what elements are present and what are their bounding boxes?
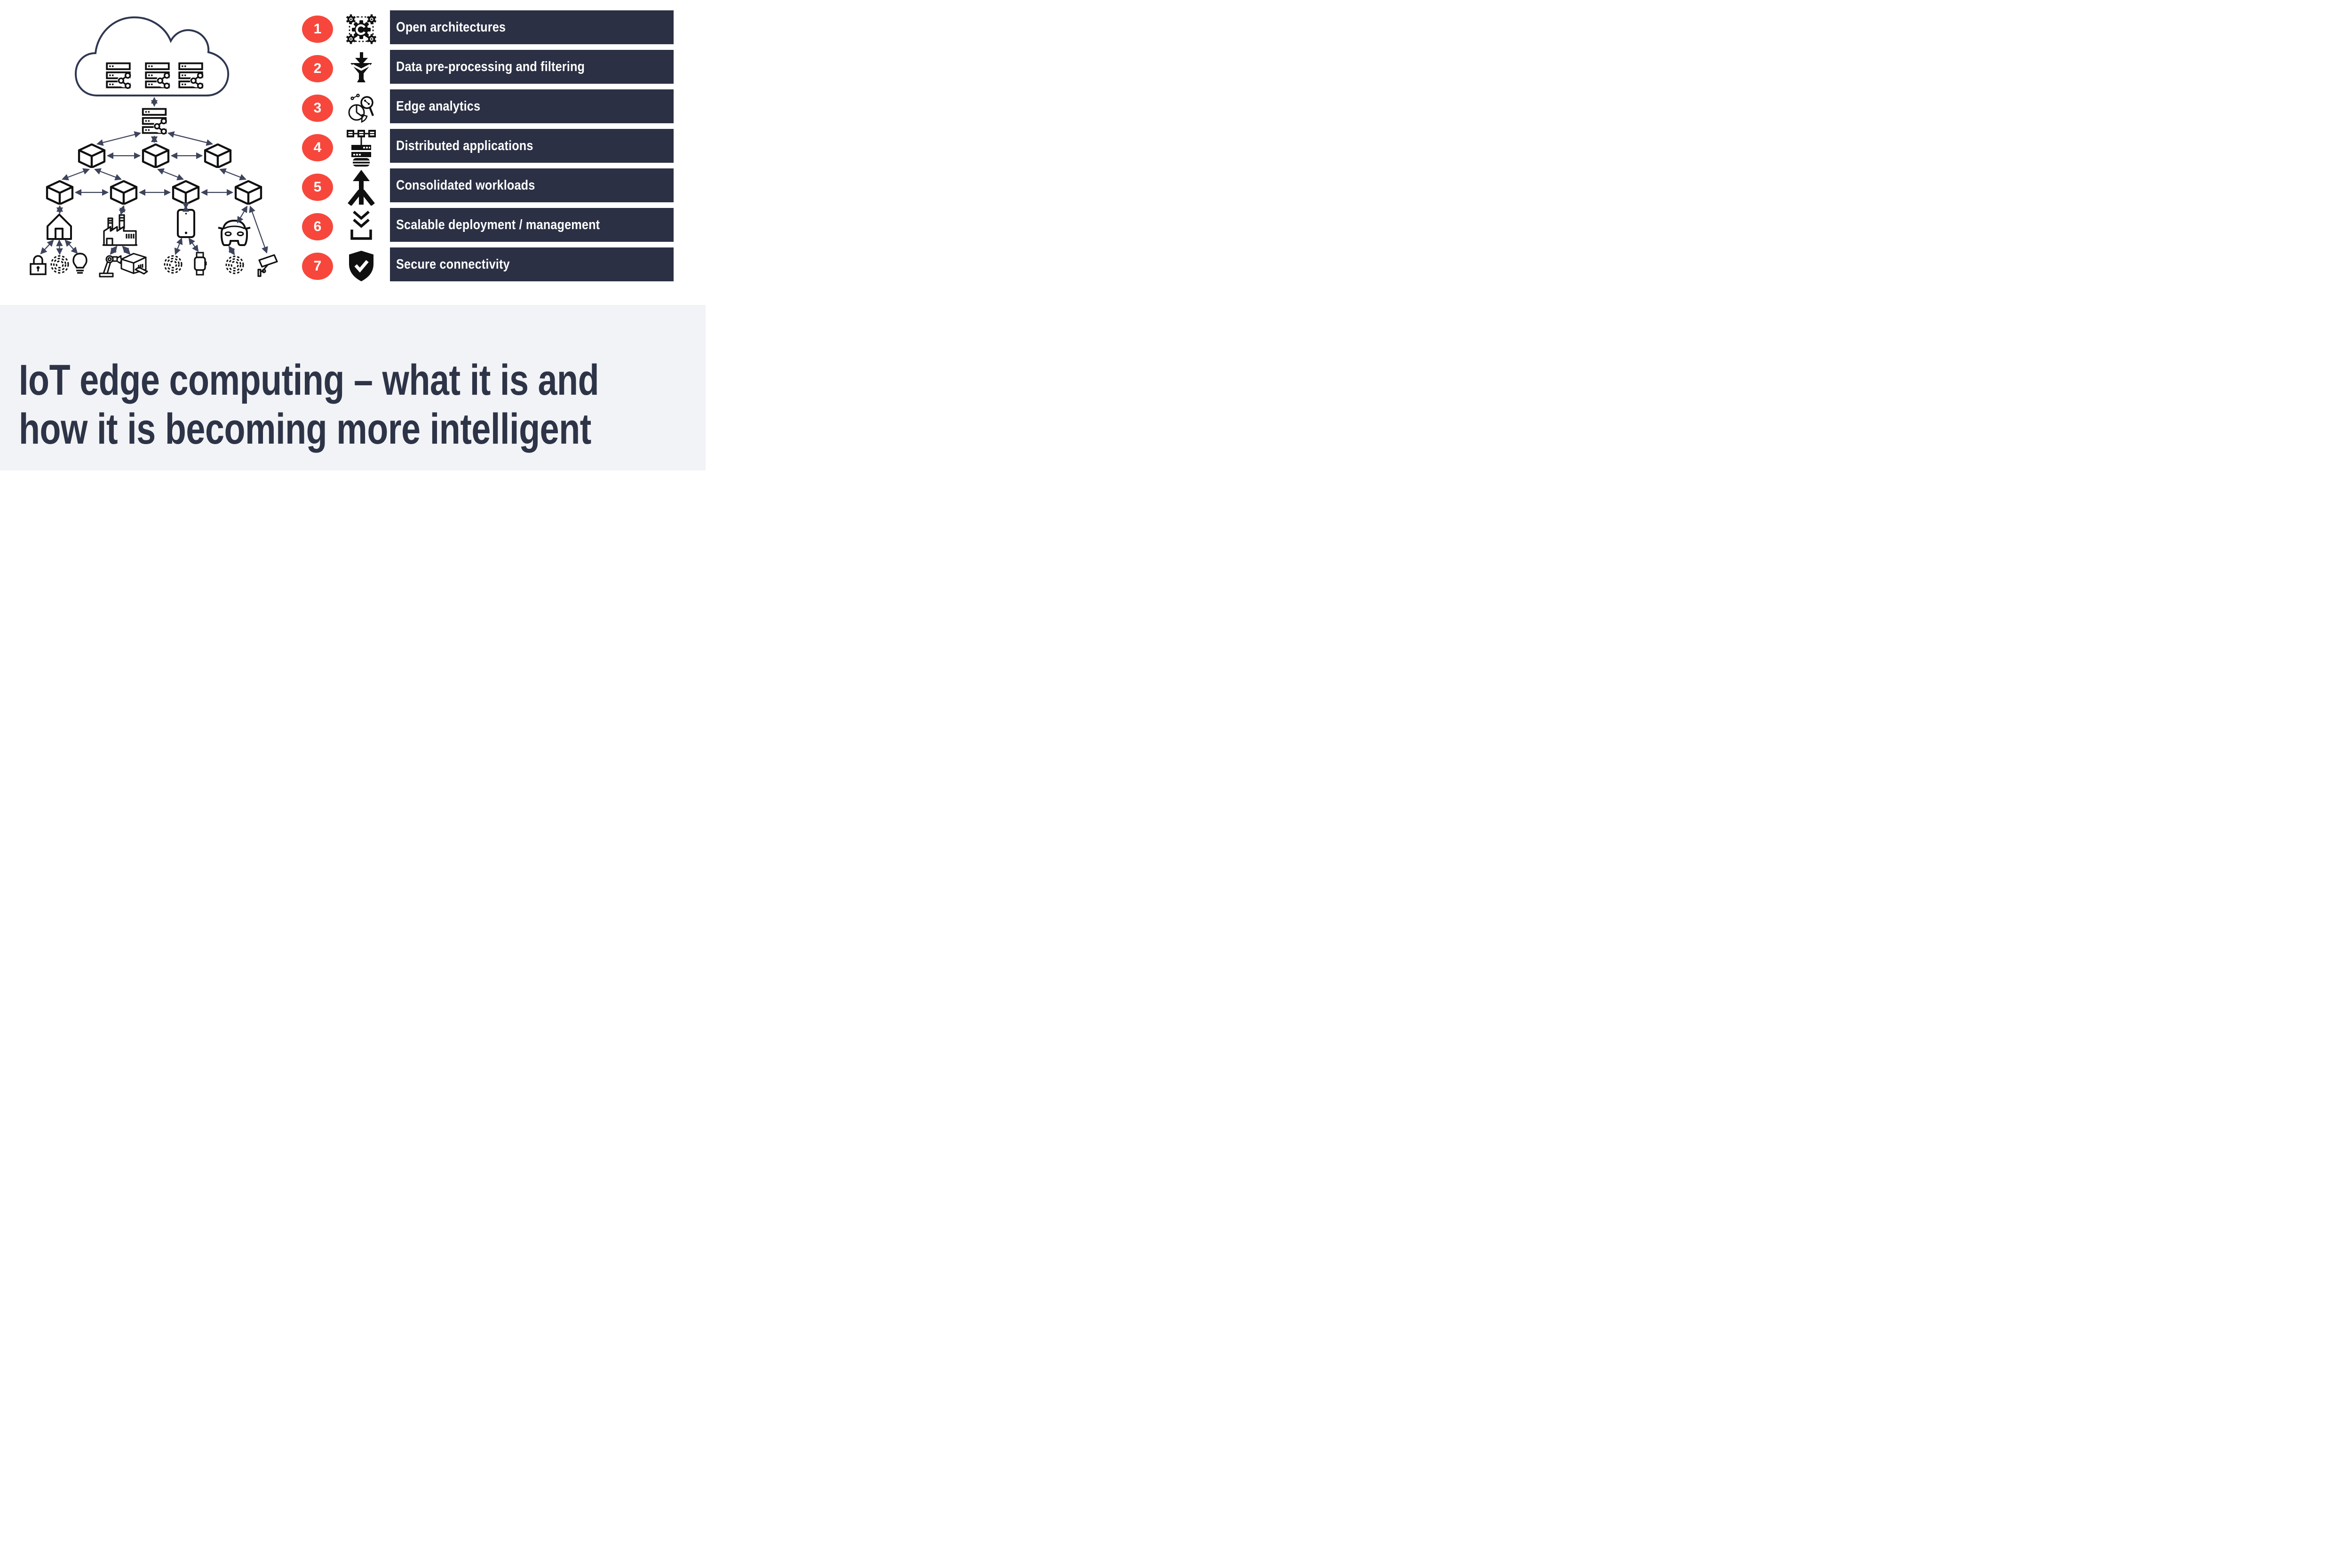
feature-bar: Open architectures: [390, 10, 674, 44]
connected-car-icon: [218, 220, 251, 246]
feature-row-5: 5 Consolidated workloads: [0, 168, 706, 206]
factory-icon: [103, 214, 137, 246]
padlock-icon: [30, 255, 47, 275]
industrial-machine-icon: [120, 253, 148, 275]
lightbulb-icon: [72, 253, 87, 274]
step-number: 7: [313, 258, 322, 274]
analytics-magnifier-icon: [346, 93, 377, 124]
smart-home-icon: [47, 214, 72, 240]
feature-label: Open architectures: [396, 19, 506, 35]
merge-arrows-icon: [346, 169, 377, 206]
deployment-chevrons-icon: [346, 209, 377, 244]
step-badge: 6: [302, 213, 333, 240]
feature-row-3: 3 Edge analytics: [0, 89, 706, 123]
title-band: [0, 305, 706, 470]
infographic-canvas: 1: [0, 0, 706, 470]
step-number: 2: [313, 61, 322, 76]
step-badge: 5: [302, 174, 333, 201]
feature-row-6: 6 Scalable deployment / management: [0, 208, 706, 242]
connection-arrows: [40, 96, 268, 255]
step-badge: 3: [302, 95, 333, 122]
edge-network-diagram: [30, 16, 278, 278]
feature-label: Consolidated workloads: [396, 177, 535, 193]
feature-label: Distributed applications: [396, 138, 533, 153]
cctv-camera-icon: [257, 254, 278, 277]
page-title-line-2: how it is becoming more intelligent: [19, 405, 591, 453]
shield-check-icon: [346, 250, 377, 283]
step-badge: 7: [302, 253, 333, 280]
gears-network-icon: [346, 14, 377, 45]
step-number: 1: [313, 21, 322, 37]
step-number: 3: [313, 100, 322, 116]
smartwatch-icon: [194, 252, 207, 276]
step-badge: 1: [302, 16, 333, 43]
page-title: IoT edge computing – what it is and how …: [19, 356, 599, 454]
feature-row-1: 1: [0, 10, 706, 44]
feature-row-2: 2 Data pre-processing and filtering: [0, 50, 706, 84]
feature-bar: Consolidated workloads: [390, 168, 674, 202]
step-number: 6: [313, 219, 322, 234]
robot-arm-icon: [99, 255, 122, 278]
feature-label: Edge analytics: [396, 98, 481, 114]
feature-label: Scalable deployment / management: [396, 217, 600, 232]
feature-label: Secure connectivity: [396, 256, 510, 272]
step-badge: 2: [302, 55, 333, 82]
iot-sensor-icon: [164, 255, 183, 274]
step-badge: 4: [302, 134, 333, 161]
distributed-nodes-server-icon: [346, 129, 377, 167]
feature-bar: Edge analytics: [390, 89, 674, 123]
data-funnel-icon: [346, 52, 377, 85]
step-number: 5: [313, 179, 322, 195]
feature-row-4: 4: [0, 129, 706, 167]
page-title-line-1: IoT edge computing – what it is and: [19, 356, 599, 404]
feature-bar: Scalable deployment / management: [390, 208, 674, 242]
iot-sensor-icon: [50, 255, 69, 274]
feature-bar: Secure connectivity: [390, 247, 674, 281]
step-number: 4: [313, 140, 322, 155]
iot-sensor-icon: [225, 255, 244, 274]
feature-row-7: 7 Secure connectivity: [0, 247, 706, 281]
feature-bar: Data pre-processing and filtering: [390, 50, 674, 84]
cloud-datacenter: [74, 16, 230, 96]
feature-label: Data pre-processing and filtering: [396, 59, 585, 74]
feature-bar: Distributed applications: [390, 129, 674, 163]
